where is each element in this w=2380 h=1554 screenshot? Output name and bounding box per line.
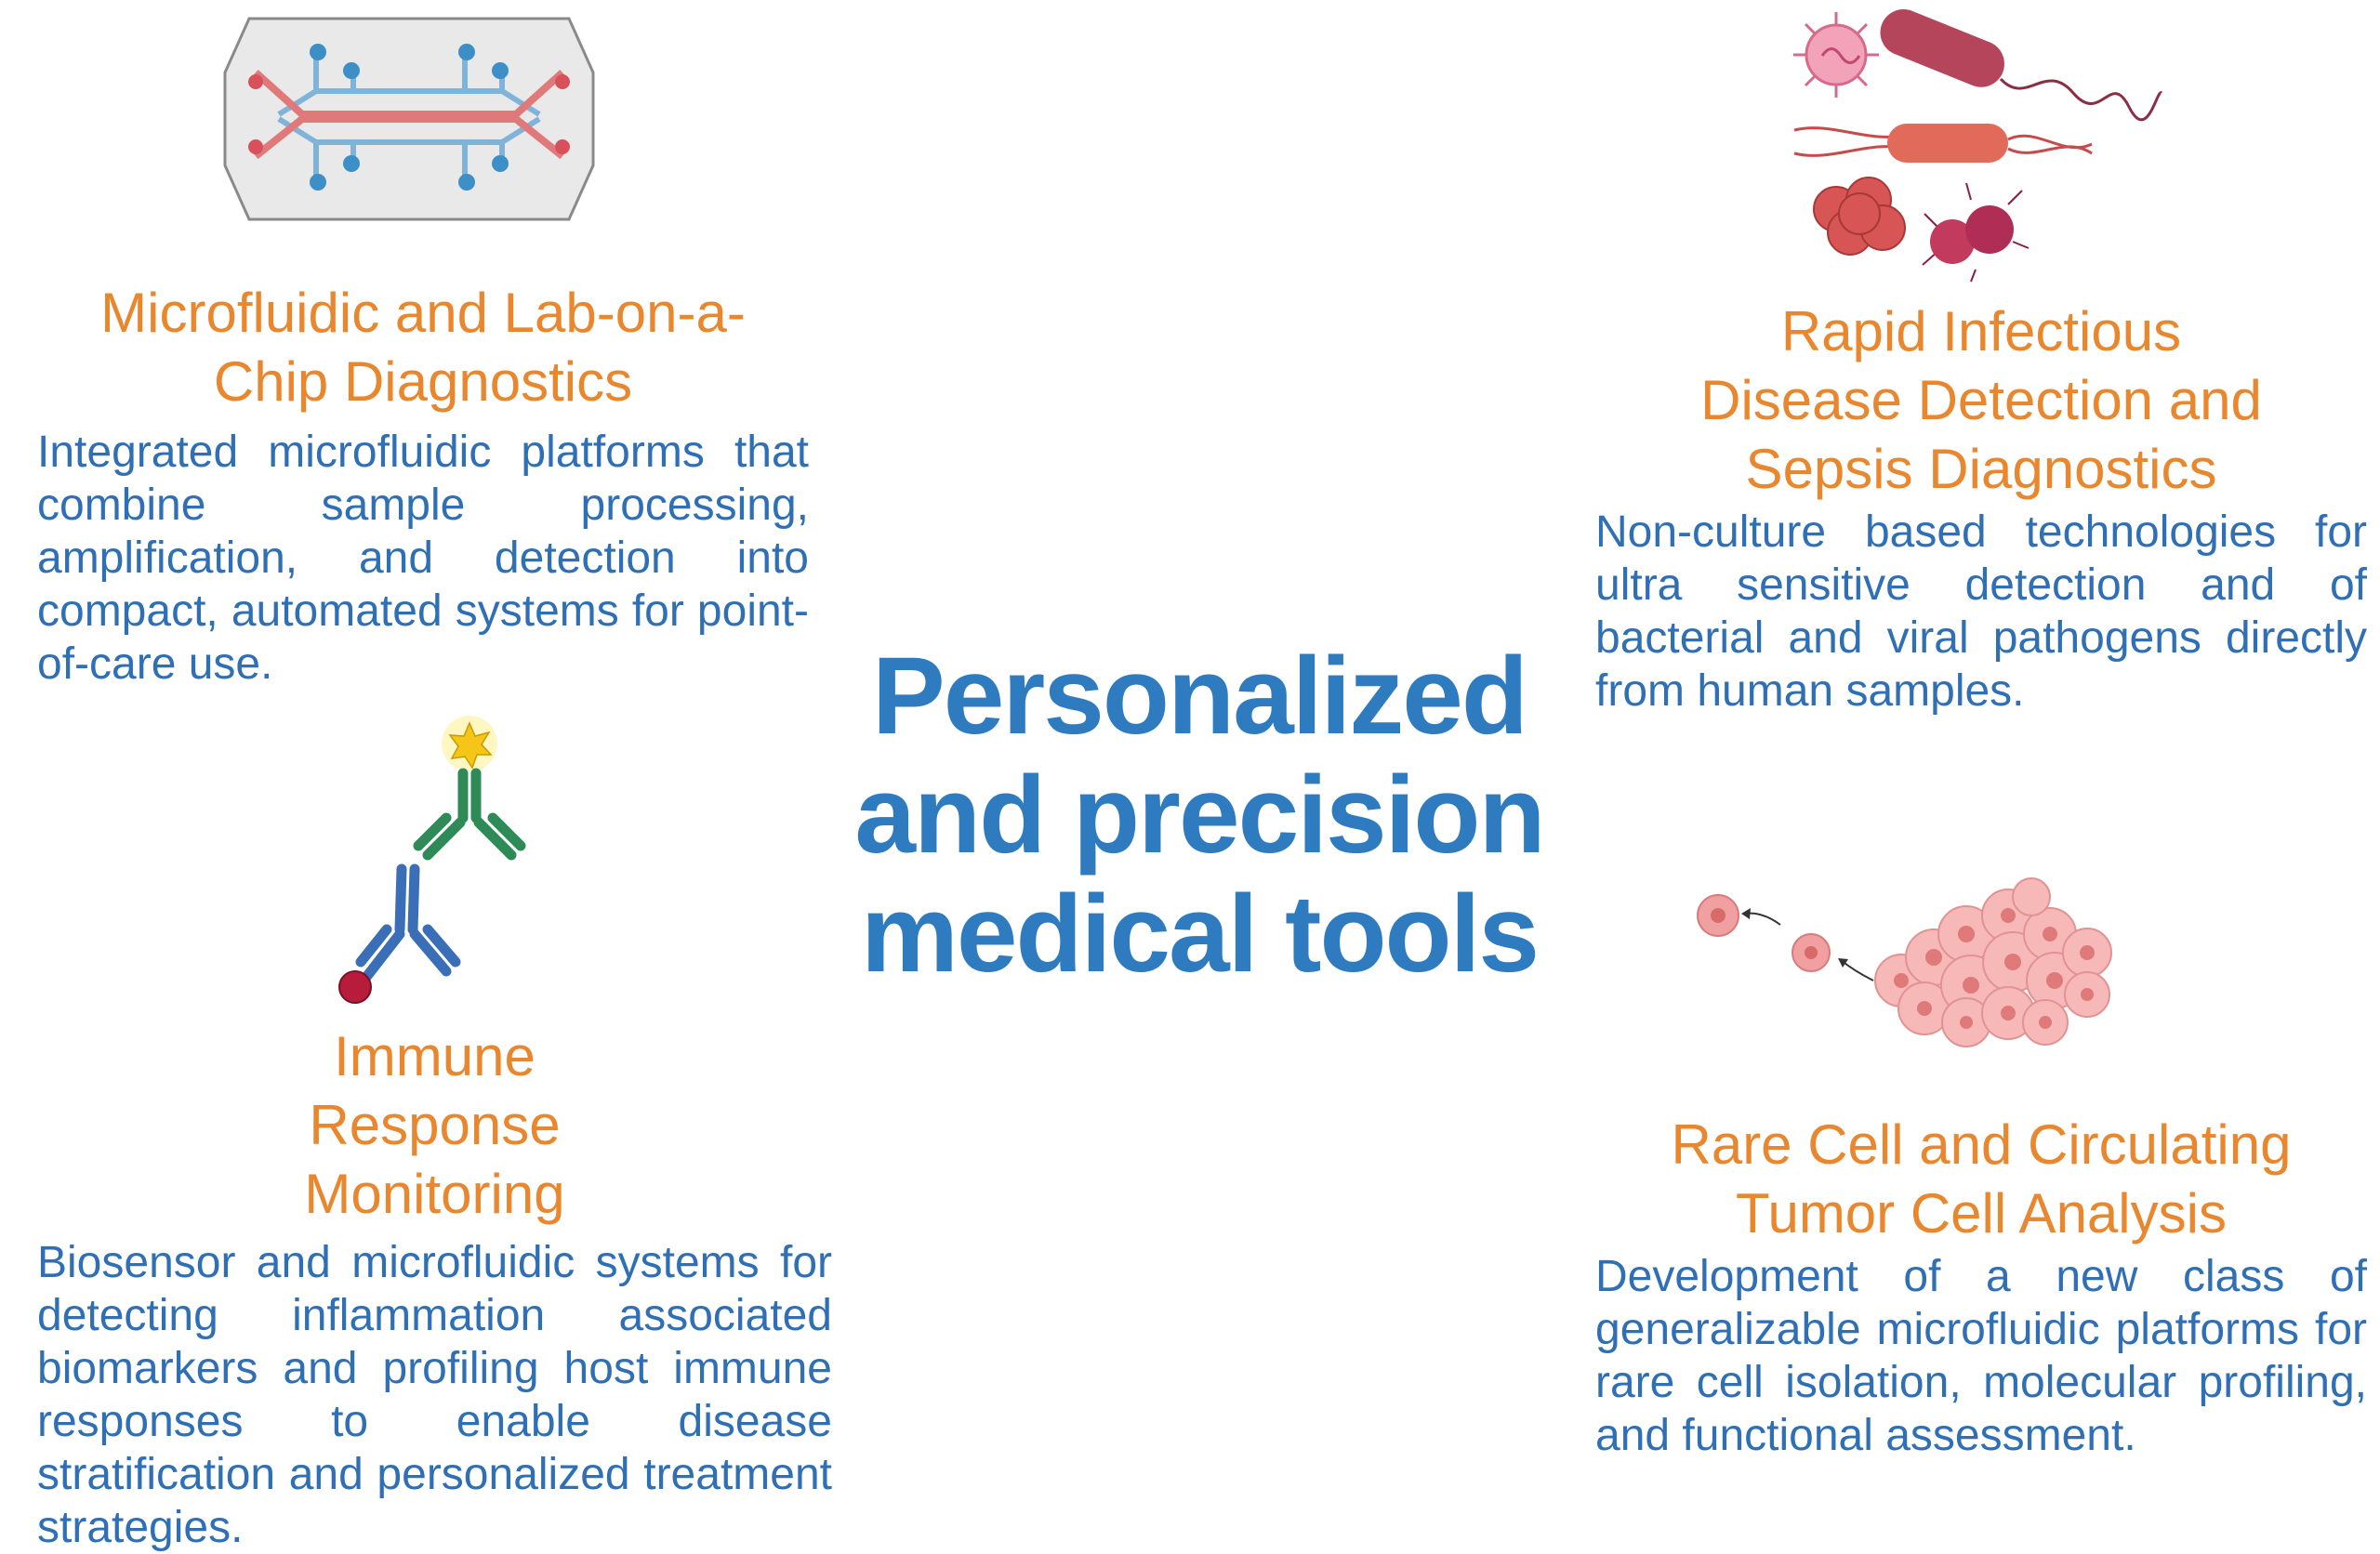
center-title-block: Personalized and precision medical tools: [846, 637, 1553, 994]
section-description: Biosensor and microfluidic systems for d…: [37, 1238, 832, 1552]
pathogens-icon: [1793, 8, 2163, 283]
microfluidic-chip-icon: [223, 17, 595, 221]
section-heading: Microfluidic and Lab-on-a-Chip Diagnosti…: [100, 282, 746, 413]
section-microfluidic: Microfluidic and Lab-on-a-Chip Diagnosti…: [37, 279, 809, 691]
section-immune: Immune Response Monitoring Biosensor and…: [37, 1022, 832, 1554]
section-heading: Rare Cell and Circulating Tumor Cell Ana…: [1671, 1113, 2292, 1245]
section-heading: Rapid Infectious Disease Detection and S…: [1700, 300, 2262, 500]
section-heading: Immune Response Monitoring: [304, 1025, 565, 1225]
section-description: Development of a new class of generaliza…: [1595, 1252, 2367, 1460]
section-infectious: Rapid Infectious Disease Detection and S…: [1595, 297, 2367, 718]
antibody-icon: [338, 716, 526, 1004]
section-rarecell: Rare Cell and Circulating Tumor Cell Ana…: [1595, 1111, 2367, 1462]
section-description: Integrated microfluidic platforms that c…: [37, 428, 809, 689]
page-title: Personalized and precision medical tools: [854, 635, 1545, 995]
section-description: Non-culture based technologies for ultra…: [1595, 507, 2367, 716]
tumor-cells-icon: [1697, 877, 2112, 1047]
